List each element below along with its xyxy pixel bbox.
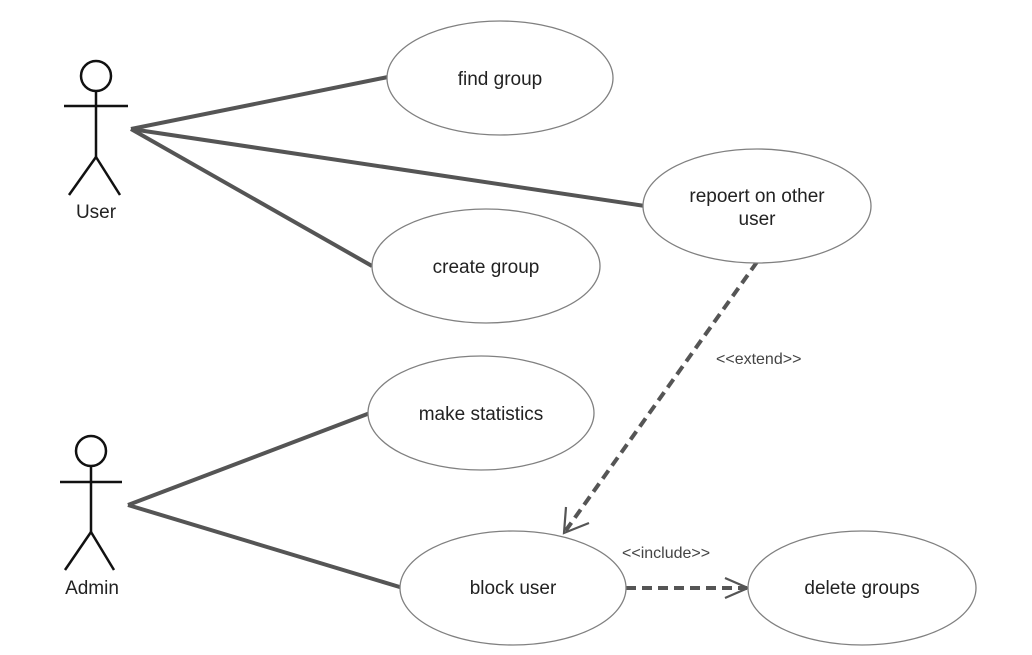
use-case-find-group: find group	[386, 20, 614, 136]
use-case-ellipse	[367, 355, 595, 471]
actor-name: Admin	[65, 578, 119, 599]
use-case-report-user: repoert on other user	[642, 148, 872, 264]
actor-user: User	[64, 59, 128, 223]
actor-name: User	[76, 202, 117, 223]
use-case-ellipse	[642, 148, 872, 264]
use-case-ellipse	[386, 20, 614, 136]
use-case-label: find group	[458, 69, 543, 90]
use-case-label: block user	[470, 578, 557, 599]
use-case-label-line2: user	[739, 209, 777, 230]
association-admin-make-statistics	[127, 411, 371, 507]
association-user-find-group	[130, 75, 389, 131]
stick-figure-icon	[64, 59, 128, 196]
use-case-label: make statistics	[419, 404, 544, 425]
extend-line	[562, 260, 759, 535]
use-case-label: create group	[433, 257, 540, 278]
use-case-block-user: block user	[399, 530, 627, 646]
include-dependency	[626, 576, 751, 600]
extend-dependency	[562, 260, 759, 535]
use-case-ellipse	[399, 530, 627, 646]
use-case-label-line1: repoert on other	[689, 186, 825, 207]
include-stereotype-label: <<include>>	[622, 545, 710, 562]
extend-arrowhead	[562, 506, 590, 535]
use-case-create-group: create group	[371, 208, 601, 324]
actor-admin: Admin	[60, 434, 122, 599]
use-case-ellipse	[747, 530, 977, 646]
stick-figure-icon	[60, 434, 122, 571]
association-user-report-user	[130, 127, 646, 208]
extend-stereotype-label: <<extend>>	[716, 351, 801, 368]
use-case-make-statistics: make statistics	[367, 355, 595, 471]
use-case-ellipse	[371, 208, 601, 324]
association-admin-block-user	[127, 503, 404, 590]
association-user-create-group	[130, 127, 373, 268]
use-case-delete-groups: delete groups	[747, 530, 977, 646]
use-case-label: delete groups	[804, 578, 919, 599]
